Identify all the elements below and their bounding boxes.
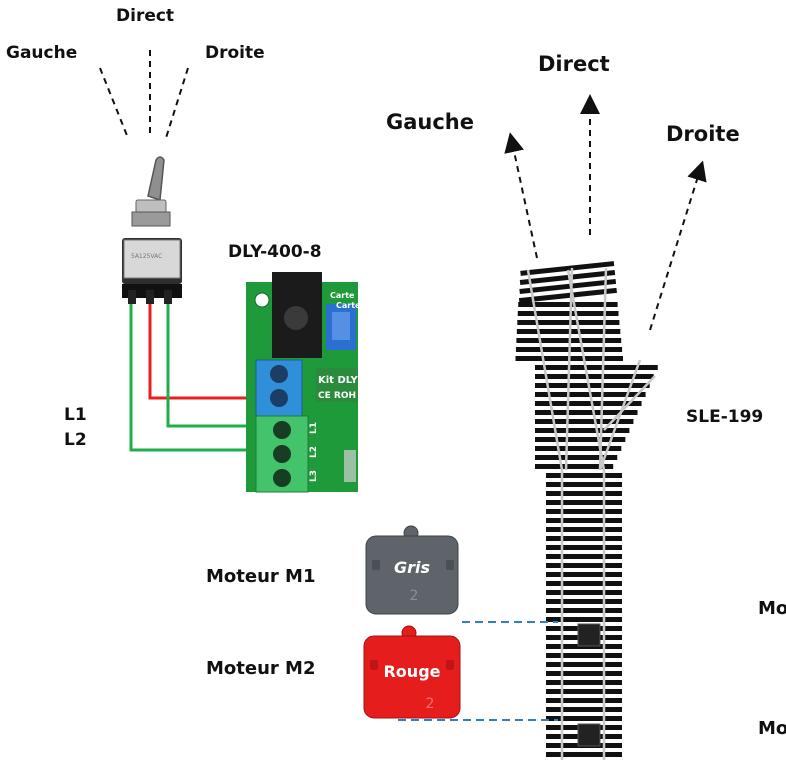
track-sleeper bbox=[535, 374, 654, 379]
track-sleeper bbox=[546, 509, 622, 514]
pcb-board: Kit DLY CE ROH Carte Carte L1 L2 L3 bbox=[246, 272, 361, 493]
track-sleeper bbox=[519, 278, 617, 295]
switch-label-right: Droite bbox=[205, 43, 265, 63]
switch-label-direct: Direct bbox=[116, 6, 175, 26]
track-sleeper bbox=[546, 599, 622, 604]
track-sleeper bbox=[546, 689, 622, 694]
right-motor-label-1: Mo bbox=[758, 598, 786, 619]
switch-left-line bbox=[99, 67, 129, 139]
track-sleeper bbox=[518, 287, 617, 304]
wire-red bbox=[148, 304, 262, 400]
turnout-label-left: Gauche bbox=[386, 110, 474, 134]
track-sleeper bbox=[546, 545, 622, 550]
track-sleeper bbox=[546, 527, 622, 532]
turnout-direction-arrows bbox=[504, 94, 707, 331]
wire-label-l1: L1 bbox=[64, 405, 87, 425]
pcb-card-text-2: Carte bbox=[336, 301, 361, 310]
track-sleeper bbox=[546, 671, 622, 676]
wire-green-l2 bbox=[129, 304, 262, 452]
track-sleeper bbox=[546, 581, 622, 586]
track-sleeper bbox=[546, 500, 622, 505]
track-sleeper bbox=[535, 365, 658, 370]
track-sleeper bbox=[546, 491, 622, 496]
track-sleeper bbox=[546, 617, 622, 622]
track-sleeper bbox=[546, 563, 622, 568]
track-sleeper bbox=[546, 572, 622, 577]
pcb-terminal-l2: L2 bbox=[309, 446, 319, 458]
track-sleeper bbox=[546, 554, 622, 559]
track-sleeper bbox=[546, 707, 622, 712]
motor-m2-label: Moteur M2 bbox=[206, 658, 316, 679]
track-sleeper bbox=[535, 383, 650, 388]
switch-direction-lines bbox=[99, 50, 189, 139]
motor-m1-label: Moteur M1 bbox=[206, 566, 316, 587]
motor-m2-color-name: Rouge bbox=[383, 662, 441, 681]
wire-label-l2: L2 bbox=[64, 430, 87, 450]
track-sleeper bbox=[535, 437, 626, 442]
turnout-right-arrow bbox=[649, 160, 707, 331]
track-sleeper bbox=[535, 455, 618, 460]
motor-m2-box: 2 bbox=[363, 625, 461, 719]
turnout-model-label: SLE-199 bbox=[686, 407, 764, 427]
wires bbox=[129, 304, 262, 452]
track-sleeper bbox=[535, 419, 634, 424]
turnout-label-right: Droite bbox=[666, 122, 740, 146]
track-sleeper bbox=[546, 662, 622, 667]
track-sleeper bbox=[546, 608, 622, 613]
right-motor-label-2: Mo bbox=[758, 718, 786, 739]
track-sleeper bbox=[546, 536, 622, 541]
track-sleeper bbox=[546, 482, 622, 487]
track-sleeper bbox=[546, 716, 622, 721]
pcb-ce-text: CE ROH bbox=[318, 391, 356, 401]
switch-right-line bbox=[165, 67, 189, 139]
track-sleeper bbox=[517, 311, 619, 316]
track-sleeper bbox=[546, 680, 622, 685]
track-sleeper bbox=[520, 261, 615, 276]
board-model-label: DLY-400-8 bbox=[228, 242, 322, 262]
motor-m1-box: 2 bbox=[365, 525, 459, 615]
track-sleeper bbox=[535, 428, 630, 433]
track-sleeper bbox=[535, 446, 622, 451]
svg-text:2: 2 bbox=[410, 588, 419, 604]
pcb-card-text-1: Carte bbox=[330, 291, 355, 300]
switch-label-left: Gauche bbox=[6, 43, 78, 63]
track-sleeper bbox=[546, 518, 622, 523]
toggle-switch: 5A125VAC bbox=[122, 156, 182, 304]
track-sleeper bbox=[546, 590, 622, 595]
track-sleeper bbox=[535, 401, 642, 406]
track-sleeper bbox=[535, 464, 614, 469]
track-sleeper bbox=[546, 473, 622, 478]
motor-m1-color-name: Gris bbox=[393, 558, 431, 577]
turnout-track bbox=[515, 261, 658, 760]
track-sleeper bbox=[546, 653, 622, 658]
pcb-terminal-l3: L3 bbox=[309, 470, 319, 482]
track-sleeper bbox=[535, 410, 638, 415]
track-sleeper bbox=[546, 752, 622, 757]
turnout-left-arrow bbox=[504, 132, 538, 259]
svg-text:2: 2 bbox=[426, 696, 435, 712]
pcb-kit-text: Kit DLY bbox=[318, 375, 359, 386]
wire-green-l1 bbox=[166, 304, 262, 428]
track-sleeper bbox=[518, 302, 618, 307]
svg-text:5A125VAC: 5A125VAC bbox=[131, 253, 162, 260]
track-sleeper bbox=[517, 320, 620, 325]
turnout-label-direct: Direct bbox=[538, 52, 610, 76]
track-sleeper bbox=[519, 270, 616, 285]
motor-connector-lines bbox=[398, 621, 558, 721]
track-sleeper bbox=[516, 329, 621, 334]
track-sleeper bbox=[546, 698, 622, 703]
pcb-terminal-l1: L1 bbox=[309, 422, 319, 434]
